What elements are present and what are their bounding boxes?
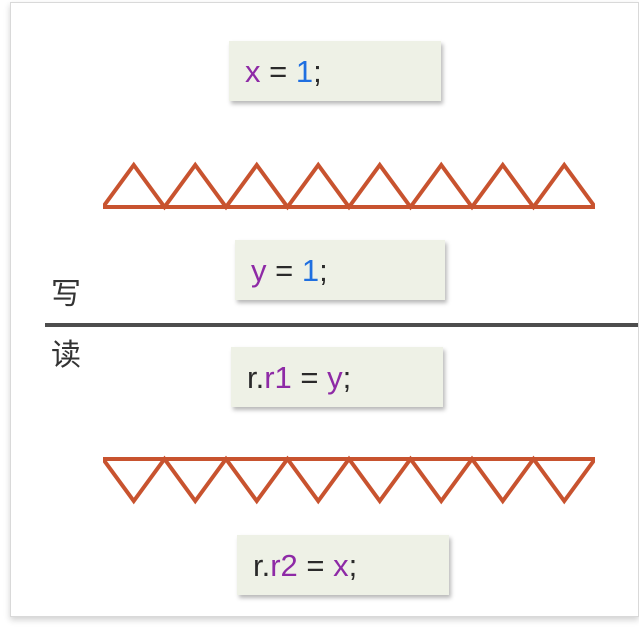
variable-y: y	[251, 252, 267, 288]
assign-operator: =	[291, 359, 328, 395]
semicolon: ;	[313, 53, 322, 89]
read-label: 读	[51, 338, 81, 373]
barrier-top	[103, 161, 595, 211]
semicolon: ;	[319, 252, 328, 288]
number-literal: 1	[295, 53, 314, 89]
variable-x: x	[245, 53, 261, 89]
semicolon: ;	[342, 359, 352, 395]
statement-read-r1: r.r1 = y;	[231, 347, 443, 407]
object-prefix: r.	[253, 547, 271, 583]
field-r2: r2	[270, 547, 298, 583]
statement-read-r2: r.r2 = x;	[237, 535, 449, 595]
statement-write-y: y = 1;	[235, 240, 445, 300]
assign-operator: =	[260, 53, 296, 89]
field-r1: r1	[264, 359, 292, 395]
variable-x: x	[333, 547, 349, 583]
assign-operator: =	[266, 252, 302, 288]
number-literal: 1	[301, 252, 320, 288]
read-write-divider	[45, 323, 638, 327]
barrier-bottom	[103, 455, 595, 505]
object-prefix: r.	[247, 359, 265, 395]
diagram-frame: x = 1; y = 1; 写 读 r.r1 = y; r.r2 = x;	[10, 2, 639, 617]
assign-operator: =	[297, 547, 334, 583]
variable-y: y	[327, 359, 343, 395]
semicolon: ;	[348, 547, 358, 583]
write-label: 写	[51, 277, 81, 312]
statement-write-x: x = 1;	[229, 41, 441, 101]
